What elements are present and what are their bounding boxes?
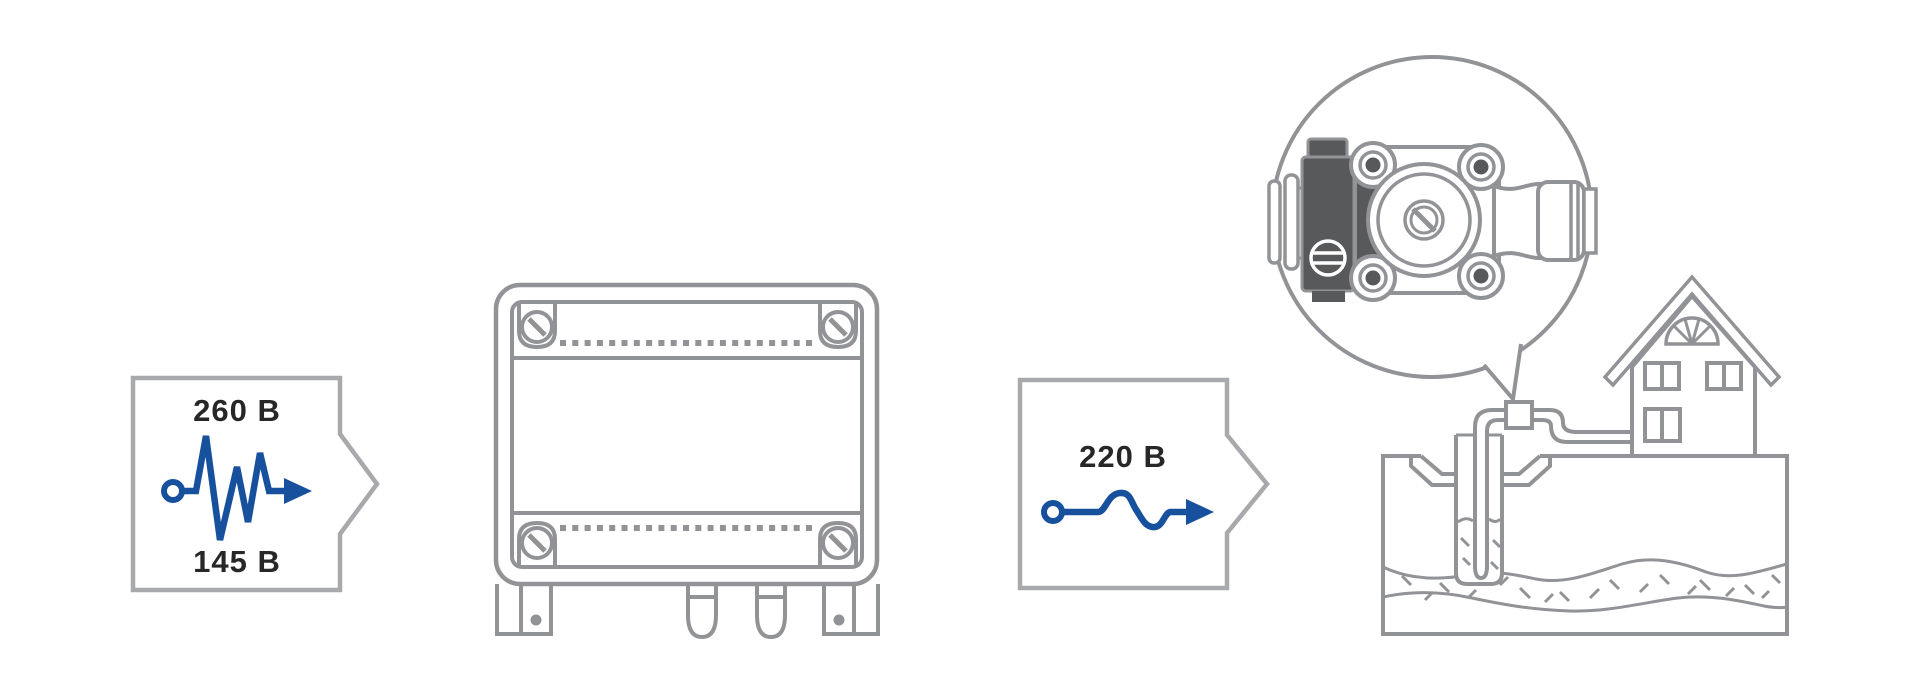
- aquifer-hatching: [1400, 573, 1782, 604]
- house-well-illustration: [1381, 274, 1789, 636]
- wellhead-flange: [1409, 454, 1552, 487]
- mounting-foot: [495, 584, 553, 636]
- screw-tab: [818, 520, 858, 566]
- case-screw-icon: [520, 310, 554, 344]
- stabilizer-front-panel: [510, 300, 864, 569]
- pipe-union-fitting: [1504, 400, 1534, 430]
- aquifer-layer: [1382, 558, 1788, 613]
- case-screw-icon: [821, 526, 855, 560]
- well-water-hatching: [1459, 536, 1502, 571]
- output-voltage-badge: 220 В: [1017, 377, 1270, 591]
- stable-voltage-wave-icon: [1041, 489, 1214, 531]
- cable-gland: [686, 584, 718, 640]
- input-voltage-min: 145 В: [193, 544, 281, 579]
- flange-bolt-icon: [1358, 263, 1388, 293]
- house-window: [1643, 407, 1682, 443]
- screw-tab: [517, 303, 557, 350]
- terminal-box-screw-icon: [1309, 239, 1347, 277]
- flange-bolt-icon: [1466, 152, 1496, 182]
- house-window: [1705, 361, 1743, 391]
- borehole-pump-icon: [1267, 137, 1598, 302]
- fan-window-icon: [1664, 316, 1720, 346]
- pump-callout: [1267, 55, 1598, 404]
- mounting-foot: [822, 584, 880, 636]
- input-voltage-max: 260 В: [193, 393, 281, 428]
- flange-bolt-icon: [1466, 261, 1496, 291]
- water-pipe: [1473, 400, 1631, 581]
- output-voltage-value: 220 В: [1079, 439, 1167, 474]
- screw-tab: [517, 520, 557, 566]
- borehole-icon: [1454, 433, 1504, 586]
- house-window: [1643, 361, 1681, 391]
- case-screw-icon: [821, 310, 855, 344]
- callout-tail: [1482, 343, 1523, 404]
- ground-outline: [1381, 454, 1789, 636]
- pump-outlet-neck: [1492, 181, 1542, 261]
- unstable-voltage-wave-icon: [161, 435, 312, 541]
- case-screw-icon: [520, 526, 554, 560]
- house-icon: [1602, 274, 1782, 458]
- pump-terminal-box: [1300, 137, 1356, 302]
- house-roof: [1602, 274, 1782, 388]
- badge-outline: [1017, 377, 1270, 591]
- cable-gland: [755, 584, 787, 640]
- pump-hub-screw-icon: [1403, 199, 1445, 241]
- well-water-level: [1457, 517, 1502, 524]
- voltage-stabilizer-illustration: [493, 282, 880, 640]
- screw-tab: [818, 303, 858, 350]
- flange-bolt-icon: [1358, 150, 1388, 180]
- input-voltage-badge: 260 В 145 В: [130, 375, 380, 593]
